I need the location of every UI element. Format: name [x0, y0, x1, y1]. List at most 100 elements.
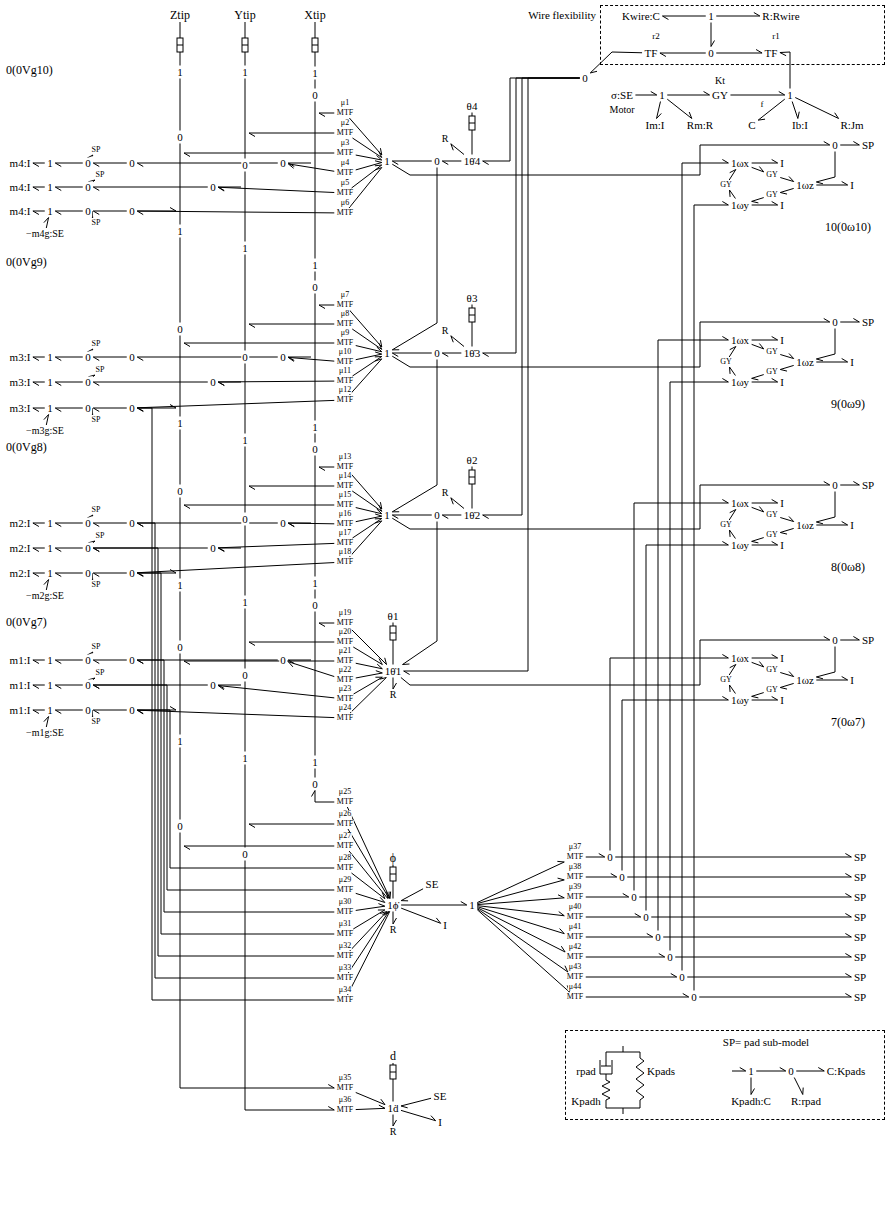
bond-line [816, 525, 847, 526]
half-arrow [730, 347, 736, 350]
bond-line [729, 170, 736, 181]
inertia-element: m1:I [9, 680, 32, 691]
half-arrow [816, 182, 823, 184]
half-arrow [33, 382, 39, 386]
bond-line [319, 113, 334, 114]
mtf-element: MTF [336, 908, 354, 916]
half-arrow [561, 946, 565, 952]
zero-junction: 0 [84, 352, 92, 363]
bond-line [93, 710, 127, 711]
mtf-element: MTF [566, 853, 584, 861]
mtf-element: MTF [336, 129, 354, 137]
angular-velocity-label: 9(0ω9) [830, 398, 866, 410]
bond-line [780, 52, 790, 89]
gravity-source: −m2g:SE [25, 591, 65, 601]
bond-line [729, 510, 736, 521]
bond-line [218, 686, 334, 698]
half-arrow [789, 516, 794, 521]
modulus-label: μ1 [340, 99, 350, 107]
half-arrow [772, 202, 778, 206]
bond-line [586, 917, 641, 918]
zero-junction: 0 [279, 655, 287, 666]
bond-line [180, 144, 181, 225]
bond-line [752, 538, 764, 542]
modulus-label: μ42 [568, 943, 582, 951]
zero-junction: 0 [209, 543, 217, 554]
bond-line [816, 647, 835, 677]
bond-line [245, 765, 246, 848]
half-arrow [93, 523, 99, 527]
zero-junction: 0 [84, 518, 92, 529]
half-arrow [853, 142, 859, 146]
mtf-element: MTF [336, 482, 354, 490]
mtf-element: MTF [566, 873, 584, 881]
gyrator-element: GY [719, 181, 733, 189]
bond-line [249, 486, 334, 487]
sensor-symbol [390, 874, 396, 875]
bond-line [55, 187, 83, 188]
modulus-label: μ10 [338, 348, 352, 356]
bond-line [249, 324, 334, 325]
bond-line [349, 521, 381, 557]
tip-velocity: Ytip [233, 9, 256, 21]
half-arrow [93, 710, 99, 714]
inertia-element: I [849, 357, 855, 368]
half-arrow [137, 163, 143, 167]
gyrator-element: GY [719, 358, 733, 366]
mtf-element: MTF [336, 1084, 354, 1092]
half-arrow [722, 337, 728, 341]
half-arrow [249, 324, 255, 328]
zero-junction: 0 [128, 655, 136, 666]
half-arrow [392, 349, 399, 350]
bond-line [319, 623, 334, 624]
modulus-label: μ44 [568, 983, 582, 991]
mtf-element: MTF [566, 973, 584, 981]
bond-line [33, 523, 45, 524]
bond-line [795, 98, 838, 119]
bond-line [687, 977, 851, 978]
bond-line [660, 53, 706, 54]
gyrator-element: GY [765, 368, 779, 376]
inertia-element: I [779, 158, 785, 169]
half-arrow [92, 710, 93, 717]
bond-line [245, 526, 246, 596]
half-arrow [611, 874, 617, 878]
bond-line [472, 484, 473, 509]
inertia-element: m1:I [9, 655, 32, 666]
half-arrow [44, 717, 49, 722]
bond-line [752, 163, 778, 164]
modulus-label: μ14 [338, 472, 352, 480]
bond-line [349, 359, 381, 395]
bond-line [55, 660, 83, 661]
inertia-element: I [849, 520, 855, 531]
mtf-element: MTF [566, 893, 584, 901]
half-arrow [842, 182, 848, 186]
half-arrow [772, 655, 778, 659]
pad-submodel: SP [853, 872, 867, 883]
resistor-element: R [389, 925, 398, 935]
mtf-element: MTF [336, 377, 354, 385]
mtf-element: MTF [566, 913, 584, 921]
bond-line [442, 353, 461, 354]
bond-line [93, 523, 127, 524]
zero-junction: 0 [84, 403, 92, 414]
zero-junction: 0 [241, 849, 249, 860]
half-arrow [249, 486, 255, 490]
half-arrow [789, 671, 794, 676]
bond-line [180, 592, 181, 641]
bond-line [392, 515, 432, 516]
bond-line [477, 910, 569, 992]
zero-junction: 0 [831, 140, 839, 151]
velocity-label: 0(0Vg10) [5, 64, 54, 76]
mtf-element: MTF [336, 320, 354, 328]
bond-line [816, 362, 847, 363]
bond-line [315, 102, 316, 259]
pad-submodel: SP [853, 932, 867, 943]
modulus-label: μ19 [338, 609, 352, 617]
bond-line [288, 523, 311, 524]
half-arrow [379, 151, 382, 157]
half-arrow [379, 1105, 385, 1108]
zero-junction: 0 [279, 352, 287, 363]
one-junction: 1 [311, 757, 319, 768]
half-arrow [375, 514, 382, 516]
